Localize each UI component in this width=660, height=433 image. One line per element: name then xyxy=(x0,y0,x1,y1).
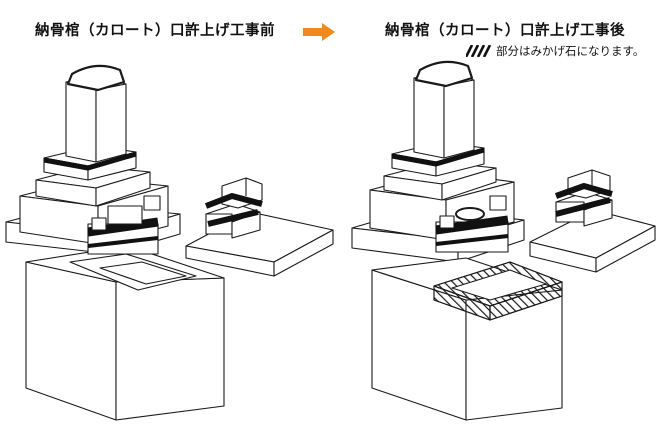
after-title: 納骨棺（カロート）口許上げ工事後 xyxy=(385,23,625,39)
side-altar-before xyxy=(185,177,334,277)
granite-collar-after xyxy=(433,261,563,321)
ornaments-after xyxy=(435,195,509,253)
side-altar-after xyxy=(529,169,656,273)
before-title: 納骨棺（カロート）口許上げ工事前 xyxy=(35,23,275,39)
legend: 部分はみかげ石になります。 xyxy=(466,43,644,59)
grave-after-illustration xyxy=(351,60,656,421)
legend-text: 部分はみかげ石になります。 xyxy=(496,44,645,58)
ossuary-box-before xyxy=(25,245,225,421)
hatch-swatch-icon xyxy=(466,45,492,57)
pillar-after xyxy=(413,60,475,159)
grave-before-illustration xyxy=(5,64,334,421)
right-arrow-icon xyxy=(303,23,335,41)
pillar-before xyxy=(65,64,127,163)
ornaments-before xyxy=(87,195,161,255)
